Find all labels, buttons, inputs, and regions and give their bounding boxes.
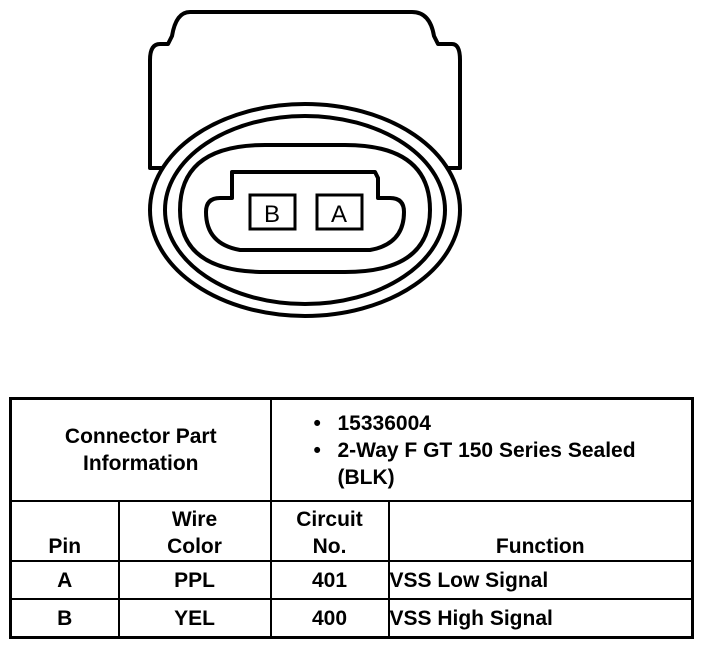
function-cell: VSS High Signal — [387, 598, 694, 639]
header-function: Function — [387, 500, 694, 562]
connector-inner-face — [204, 170, 406, 252]
circuit-cell: 401 — [269, 560, 390, 600]
header-pin: Pin — [9, 500, 120, 562]
cavity-a-box — [315, 193, 364, 231]
pin-cell: B — [9, 598, 120, 639]
cavity-b-label: B — [264, 201, 280, 228]
cavity-a-label: A — [331, 201, 347, 228]
part-info-list: 15336004 2-Way F GT 150 Series Sealed (B… — [269, 397, 694, 502]
pin-cell: A — [9, 560, 120, 600]
connector-description: 2-Way F GT 150 Series Sealed (BLK) — [310, 437, 692, 491]
wire-color-cell: YEL — [117, 598, 272, 639]
connector-face-diagram: B A — [148, 10, 462, 318]
wire-color-cell: PPL — [117, 560, 272, 600]
part-number: 15336004 — [310, 410, 692, 437]
table-row: A PPL 401 VSS Low Signal — [9, 560, 694, 600]
circuit-cell: 400 — [269, 598, 390, 639]
table-row: B YEL 400 VSS High Signal — [9, 598, 694, 639]
cavity-b-box — [248, 193, 297, 231]
function-cell: VSS Low Signal — [387, 560, 694, 600]
